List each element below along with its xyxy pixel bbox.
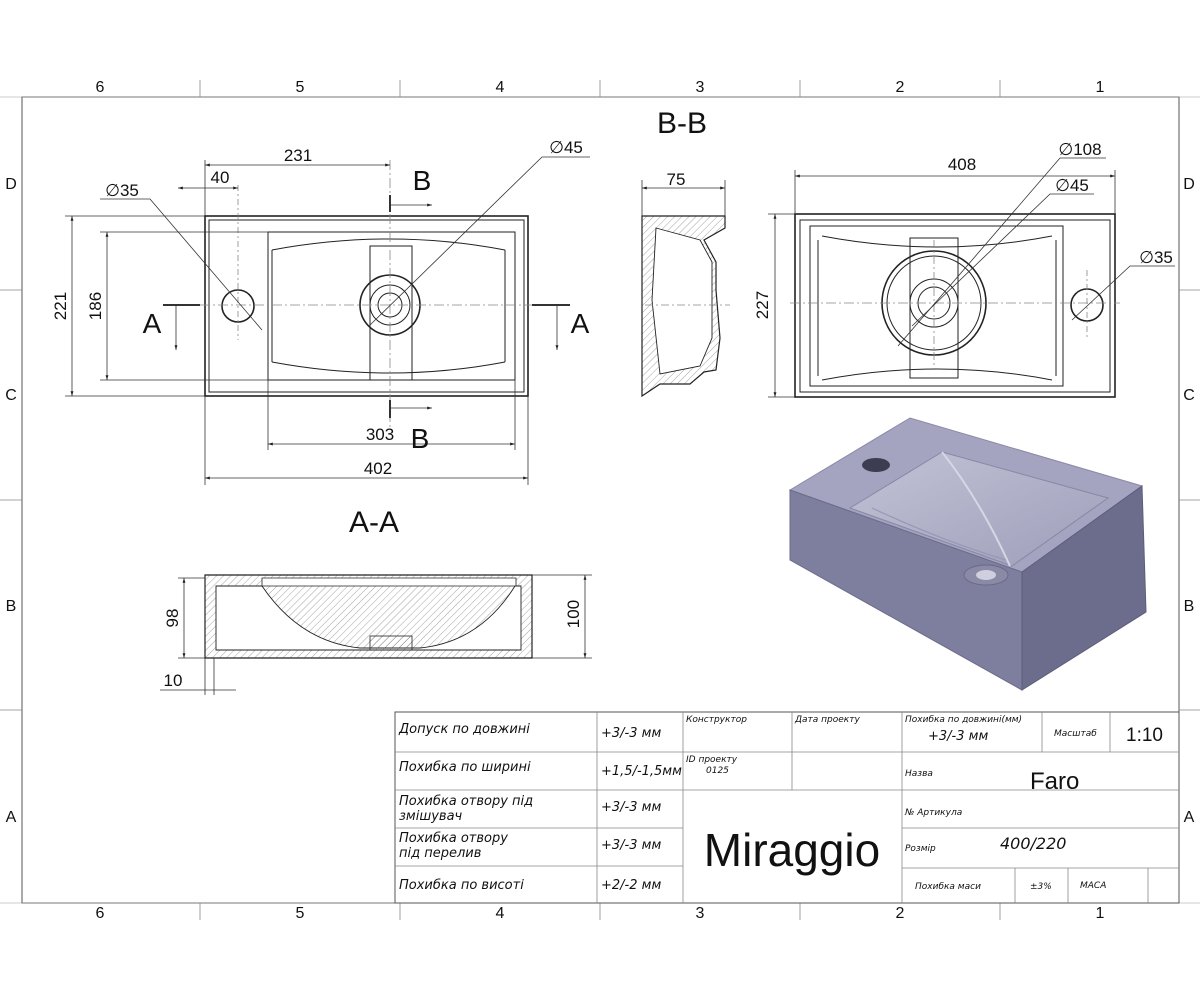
tol-value-overflow-hole: +3/-3 мм bbox=[601, 838, 661, 853]
project-id-value: 0125 bbox=[706, 766, 729, 776]
section-marker-a-left: A bbox=[143, 308, 162, 339]
zone-col-bottom-1: 1 bbox=[1096, 905, 1105, 922]
dim-408: 408 bbox=[948, 155, 976, 174]
mass-label: МАСА bbox=[1080, 881, 1106, 891]
zone-col-bottom-6: 6 bbox=[96, 905, 105, 922]
tol-label-height: Похибка по висоті bbox=[399, 878, 524, 893]
section-marker-a-right: A bbox=[571, 308, 590, 339]
project-id-label: ID проекту bbox=[686, 755, 738, 765]
zone-row-right-a: A bbox=[1184, 809, 1195, 826]
zone-row-right-b: B bbox=[1184, 598, 1195, 615]
scale-value: 1:10 bbox=[1126, 725, 1163, 746]
tol-label-length: Допуск по довжині bbox=[398, 722, 530, 737]
zone-row-left-a: A bbox=[6, 809, 17, 826]
article-label: № Артикула bbox=[904, 808, 962, 818]
zone-col-bottom-3: 3 bbox=[696, 905, 705, 922]
side-section-view: 75 bbox=[641, 170, 730, 398]
dim-75: 75 bbox=[667, 170, 686, 189]
zone-col-bottom-4: 4 bbox=[496, 905, 505, 922]
zone-row-left-d: D bbox=[5, 176, 17, 193]
dim-231: 231 bbox=[284, 146, 312, 165]
tol-value-length: +3/-3 мм bbox=[601, 726, 661, 741]
section-marker-b-bottom: B bbox=[411, 423, 430, 454]
dim-402: 402 bbox=[364, 459, 392, 478]
brand-logo: Miraggio bbox=[704, 824, 880, 876]
scale-label: Масштаб bbox=[1054, 729, 1097, 739]
section-aa-view: 98 100 10 bbox=[160, 574, 592, 695]
dim-98: 98 bbox=[163, 609, 182, 628]
dim-d108: ∅108 bbox=[1058, 140, 1101, 159]
dim-10: 10 bbox=[164, 671, 183, 690]
zone-col-top-1: 1 bbox=[1096, 79, 1105, 96]
product-name: Faro bbox=[1030, 768, 1079, 795]
sink-3d-render bbox=[788, 417, 1147, 691]
dim-303: 303 bbox=[366, 425, 394, 444]
zone-row-left-b: B bbox=[6, 598, 17, 615]
top-view: 231 40 ∅35 ∅45 221 186 303 402 B B A A bbox=[51, 138, 590, 485]
zone-col-top-3: 3 bbox=[696, 79, 705, 96]
size-label: Розмір bbox=[905, 844, 936, 854]
dim-d35-left: ∅35 bbox=[105, 181, 139, 200]
zone-col-top-2: 2 bbox=[896, 79, 905, 96]
date-label: Дата проекту bbox=[794, 715, 860, 725]
tol-value-height: +2/-2 мм bbox=[601, 878, 661, 893]
length-tol-label: Похибка по довжині(мм) bbox=[905, 715, 1022, 725]
right-view: 408 ∅108 ∅45 ∅35 227 bbox=[753, 140, 1175, 398]
dim-d45-left: ∅45 bbox=[549, 138, 583, 157]
mass-tol-label: Похибка маси bbox=[915, 882, 981, 892]
name-label: Назва bbox=[905, 769, 933, 779]
dim-186: 186 bbox=[86, 292, 105, 320]
zone-col-top-5: 5 bbox=[296, 79, 305, 96]
dim-227: 227 bbox=[753, 291, 772, 319]
dim-221: 221 bbox=[51, 292, 70, 320]
zone-col-top-6: 6 bbox=[96, 79, 105, 96]
section-title-aa: A-A bbox=[349, 506, 399, 539]
zone-col-top-4: 4 bbox=[496, 79, 505, 96]
zone-row-right-d: D bbox=[1183, 176, 1195, 193]
dim-d35-right: ∅35 bbox=[1139, 248, 1173, 267]
section-title-bb: B-B bbox=[657, 107, 707, 140]
zone-row-right-c: C bbox=[1183, 387, 1195, 404]
product-size: 400/220 bbox=[1000, 834, 1066, 853]
title-block: Допуск по довжині Похибка по ширині Похи… bbox=[394, 711, 1180, 904]
dim-40: 40 bbox=[211, 168, 230, 187]
tol-value-faucet-hole: +3/-3 мм bbox=[601, 800, 661, 815]
section-marker-b-top: B bbox=[413, 165, 432, 196]
mass-tol-value: ±3% bbox=[1030, 882, 1052, 892]
zone-col-bottom-5: 5 bbox=[296, 905, 305, 922]
dim-d45-right: ∅45 bbox=[1055, 176, 1089, 195]
tol-value-width: +1,5/-1,5мм bbox=[601, 764, 682, 779]
zone-col-bottom-2: 2 bbox=[896, 905, 905, 922]
dim-100: 100 bbox=[564, 600, 583, 628]
designer-label: Конструктор bbox=[686, 715, 747, 725]
length-tol-value: +3/-3 мм bbox=[928, 729, 988, 744]
zone-row-left-c: C bbox=[5, 387, 17, 404]
tol-label-width: Похибка по ширині bbox=[399, 760, 531, 775]
